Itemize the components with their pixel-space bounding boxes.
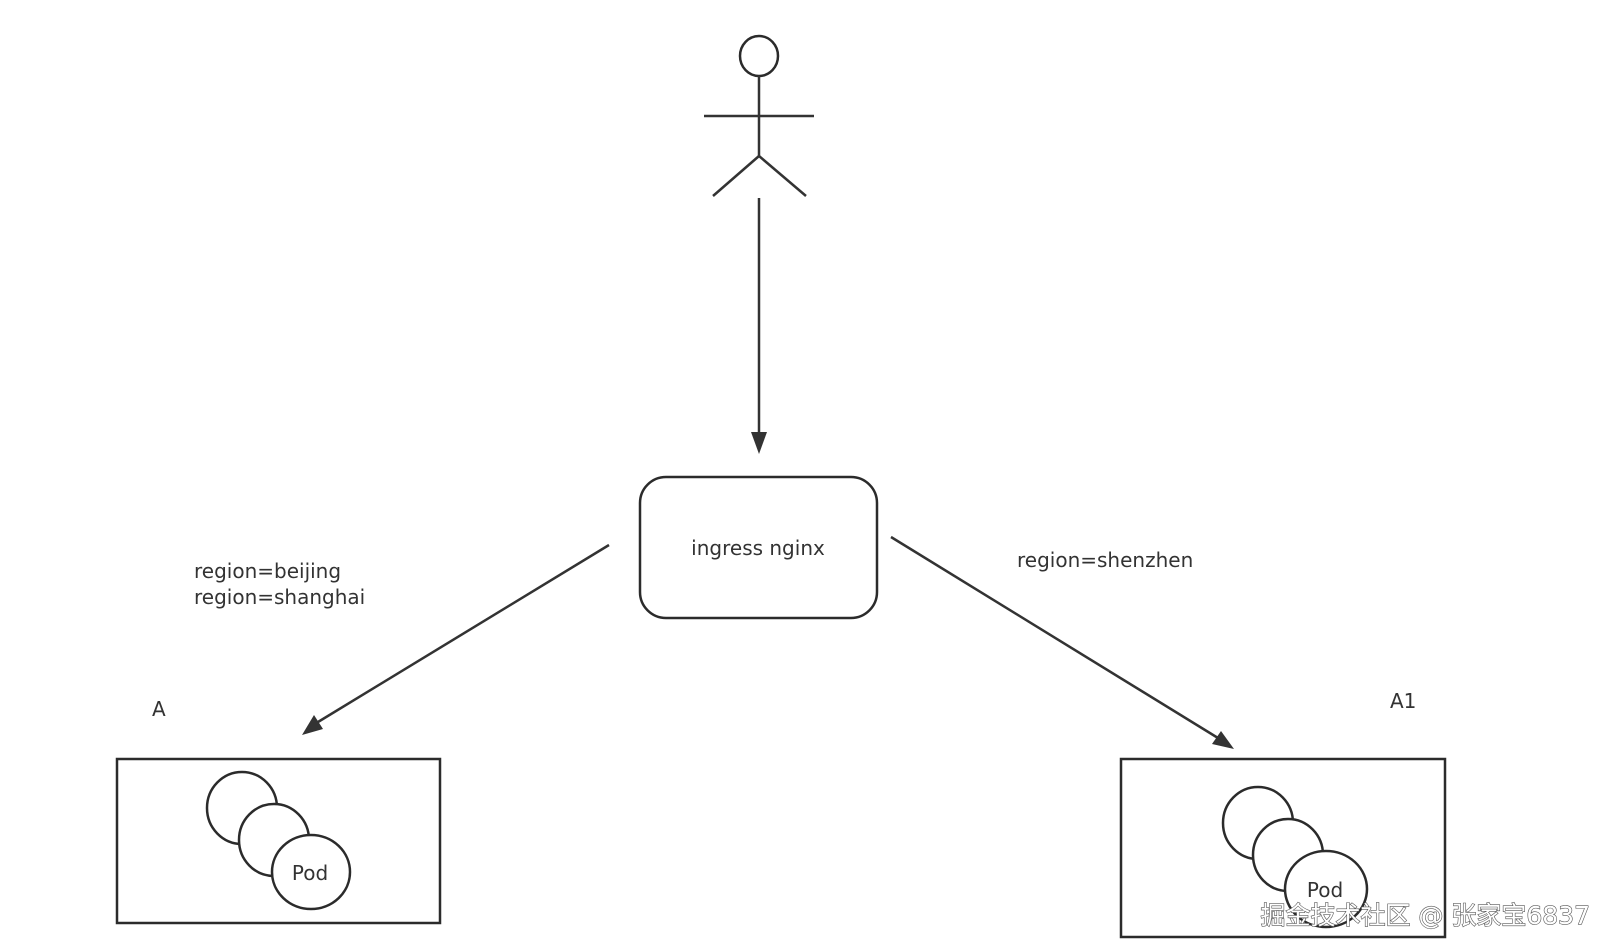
cluster-a-label: A [152, 697, 166, 721]
pod-label-a: Pod [292, 861, 328, 885]
ingress-nginx-label: ingress nginx [691, 536, 825, 560]
left-route-line-shanghai: region=shanghai [194, 585, 365, 609]
cluster-a1-box: Pod [1119, 757, 1447, 939]
ingress-to-cluster-a1-arrow [890, 535, 1234, 749]
left-route-line-beijing: region=beijing [194, 559, 341, 583]
user-actor-icon [704, 34, 814, 197]
user-to-ingress-arrow [751, 198, 767, 454]
watermark-text: 掘金技术社区 @ 张家宝6837 [1260, 901, 1590, 930]
ingress-to-cluster-a-arrow [302, 543, 610, 735]
cluster-a-box: Pod [115, 757, 442, 925]
pod-circle [1283, 849, 1369, 929]
ingress-nginx-node: ingress nginx [638, 475, 879, 620]
right-route-label: region=shenzhen [1017, 548, 1193, 572]
left-route-label: region=beijing region=shanghai [194, 559, 365, 609]
pod-label-a1: Pod [1307, 878, 1343, 902]
cluster-a1-label: A1 [1390, 689, 1416, 713]
pod-circle [270, 833, 352, 911]
